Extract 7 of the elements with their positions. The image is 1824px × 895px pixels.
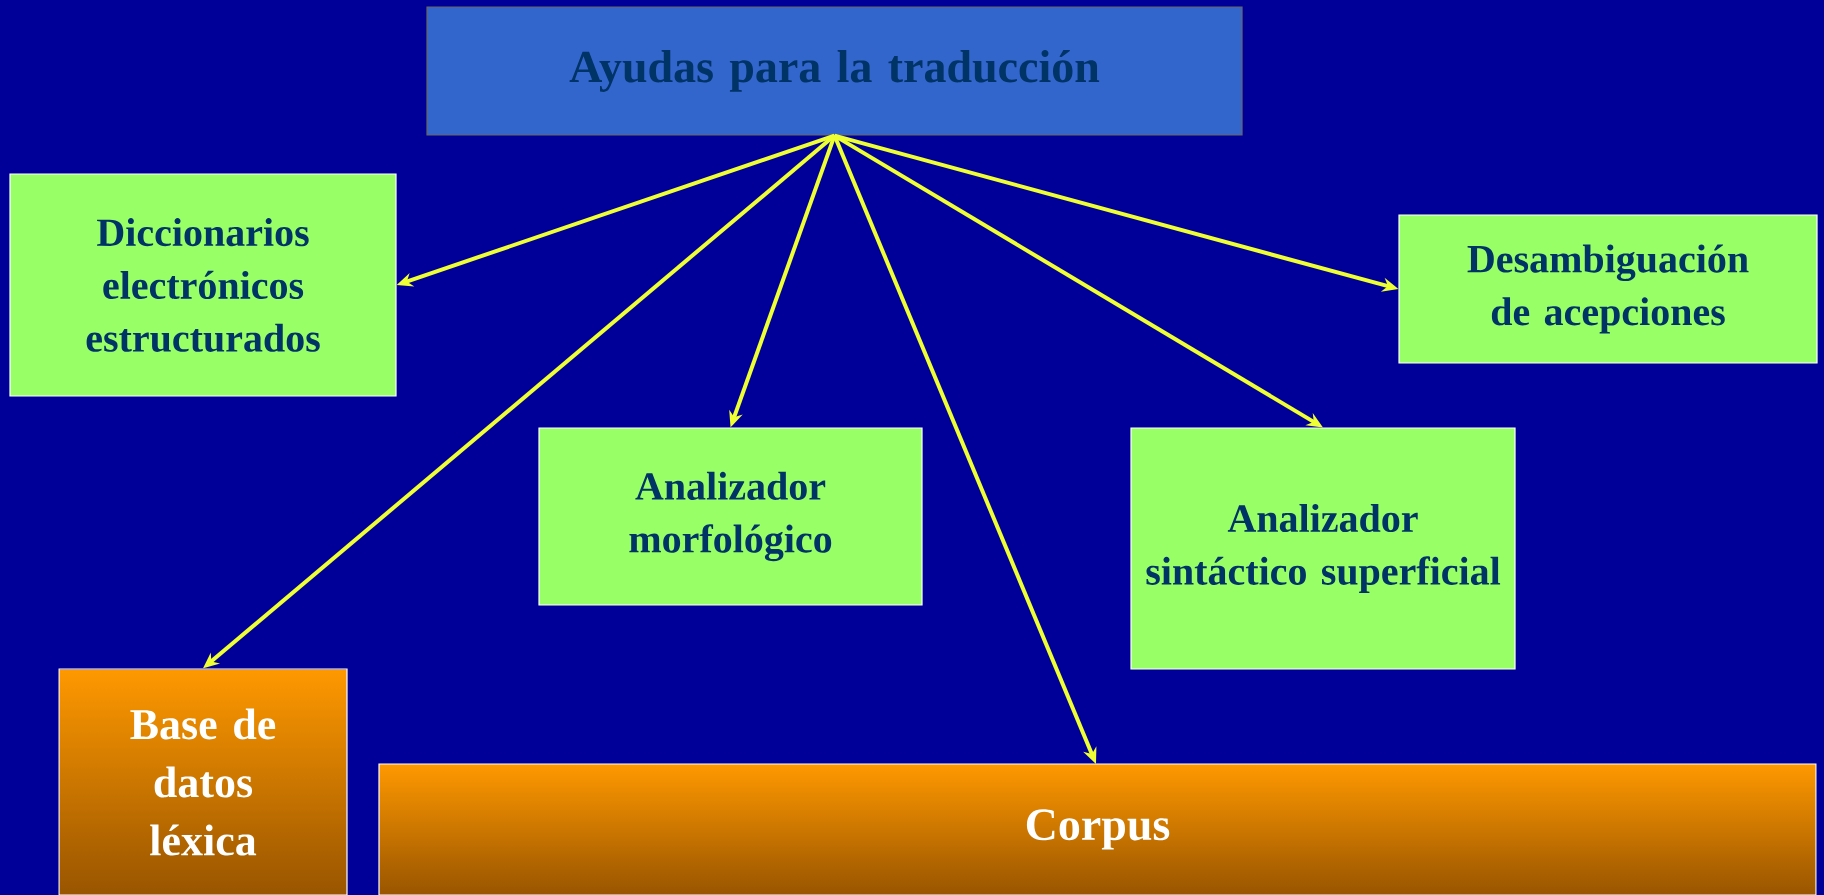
process-box: Diccionarios electrónicos estructurados: [9, 173, 397, 397]
resource-box: Base de datos léxica: [58, 668, 348, 895]
resource-box: Corpus: [378, 763, 1817, 895]
title-box: Ayudas para la traducción: [426, 6, 1243, 136]
process-box: Analizador morfológico: [538, 427, 923, 606]
process-box: Desambiguación de acepciones: [1398, 214, 1818, 364]
process-box: Analizador sintáctico superficial: [1130, 427, 1516, 670]
